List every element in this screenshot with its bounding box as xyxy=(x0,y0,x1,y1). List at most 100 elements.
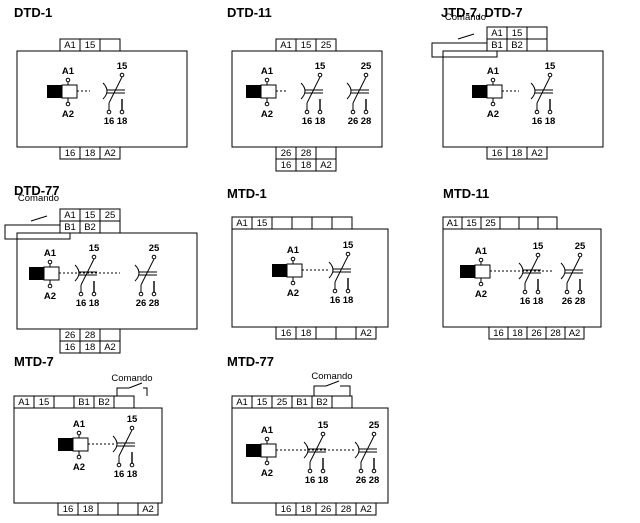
terminal-dot xyxy=(116,462,122,468)
terminal-dot xyxy=(264,460,270,466)
contact-nc-label: 26 xyxy=(348,116,359,127)
contact-common-label: 25 xyxy=(369,420,380,431)
contact-common-label: 15 xyxy=(127,414,138,425)
coil-a1-label: A1 xyxy=(475,246,488,257)
terminal-dot xyxy=(304,109,310,115)
terminal-dot xyxy=(76,430,82,436)
bottom-terminal-label: A2 xyxy=(320,160,332,171)
contact-nc-label: 26 xyxy=(356,475,367,486)
coil-a2-label: A2 xyxy=(62,109,74,120)
bottom-terminal-label: 18 xyxy=(83,504,94,515)
bottom-terminal-cell xyxy=(335,326,357,340)
terminal-dot xyxy=(47,283,53,289)
panel-title: MTD-11 xyxy=(443,186,489,201)
terminal-dot xyxy=(138,291,144,297)
coil-block-dark xyxy=(246,85,261,98)
top-terminal-label: 15 xyxy=(85,210,96,221)
top-terminal-label: B1 xyxy=(64,222,76,233)
terminal-dot xyxy=(490,77,496,83)
terminal-dot xyxy=(119,109,125,115)
terminal-dot xyxy=(363,109,369,115)
relay-body xyxy=(16,232,198,330)
terminal-dot xyxy=(47,259,53,265)
top-terminal-label: B2 xyxy=(98,397,110,408)
top-terminal-label: A1 xyxy=(447,218,459,229)
bottom-terminal-label: 18 xyxy=(512,148,523,159)
top-terminal-label: 25 xyxy=(321,40,332,51)
contact-nc-label: 16 xyxy=(104,116,115,127)
coil-block-dark xyxy=(58,438,73,451)
panel-title: MTD-1 xyxy=(227,186,267,201)
panel-title: JTD-7, DTD-7 xyxy=(441,5,523,20)
switch-blade xyxy=(128,382,143,389)
timer-arc xyxy=(346,82,352,100)
terminal-dot xyxy=(522,289,528,295)
contact-nc-label: 16 xyxy=(302,116,313,127)
contact-nc-label: 26 xyxy=(136,298,147,309)
bottom-terminal-label: 28 xyxy=(550,328,561,339)
top-terminal-label: B2 xyxy=(84,222,96,233)
bottom-terminal-label: 16 xyxy=(65,342,76,353)
terminal-dot xyxy=(363,72,369,78)
top-terminal-label: 15 xyxy=(39,397,50,408)
contact-common-label: 15 xyxy=(318,420,329,431)
contact-common-label: 15 xyxy=(343,240,354,251)
coil-block-light xyxy=(286,263,303,278)
top-terminal-label: 15 xyxy=(301,40,312,51)
terminal-dot xyxy=(358,468,364,474)
terminal-dot xyxy=(129,462,135,468)
bottom-terminal-label: A2 xyxy=(531,148,543,159)
terminal-dot xyxy=(264,436,270,442)
terminal-dot xyxy=(320,468,326,474)
bottom-terminal-label: A2 xyxy=(569,328,581,339)
top-terminal-label: B1 xyxy=(491,40,503,51)
terminal-dot xyxy=(290,256,296,262)
contact-no-label: 28 xyxy=(369,475,380,486)
top-terminal-cell xyxy=(331,395,353,409)
coil-block-light xyxy=(486,84,503,99)
bottom-terminal-cell xyxy=(355,502,377,516)
top-terminal-label: A1 xyxy=(18,397,30,408)
command-label: Comando xyxy=(311,371,352,382)
contact-nc-label: 16 xyxy=(520,296,531,307)
terminal-dot xyxy=(577,289,583,295)
terminal-dot xyxy=(264,101,270,107)
panel-title: MTD-77 xyxy=(227,354,274,369)
contact-no-label: 28 xyxy=(149,298,160,309)
contact-nc-label: 16 xyxy=(532,116,543,127)
terminal-dot xyxy=(371,431,377,437)
top-terminal-label: A1 xyxy=(491,28,503,39)
contact-common-label: 15 xyxy=(533,241,544,252)
top-terminal-cell xyxy=(99,220,121,234)
bottom-terminal-cell xyxy=(315,326,337,340)
terminal-dot xyxy=(547,109,553,115)
timer-arc xyxy=(530,82,536,100)
coil-a2-label: A2 xyxy=(487,109,499,120)
top-terminal-cell xyxy=(315,38,337,52)
contact-common-label: 25 xyxy=(361,61,372,72)
terminal-dot xyxy=(535,252,541,258)
relay-body xyxy=(231,50,383,148)
coil-block-dark xyxy=(272,264,287,277)
top-terminal-label: A1 xyxy=(236,218,248,229)
command-switch: Comando xyxy=(431,12,498,58)
terminal-dot xyxy=(478,281,484,287)
coil-block-light xyxy=(61,84,78,99)
coil-block-dark xyxy=(472,85,487,98)
coil-a2-label: A2 xyxy=(475,289,487,300)
terminal-dot xyxy=(65,101,71,107)
top-terminal-label: A1 xyxy=(280,40,292,51)
